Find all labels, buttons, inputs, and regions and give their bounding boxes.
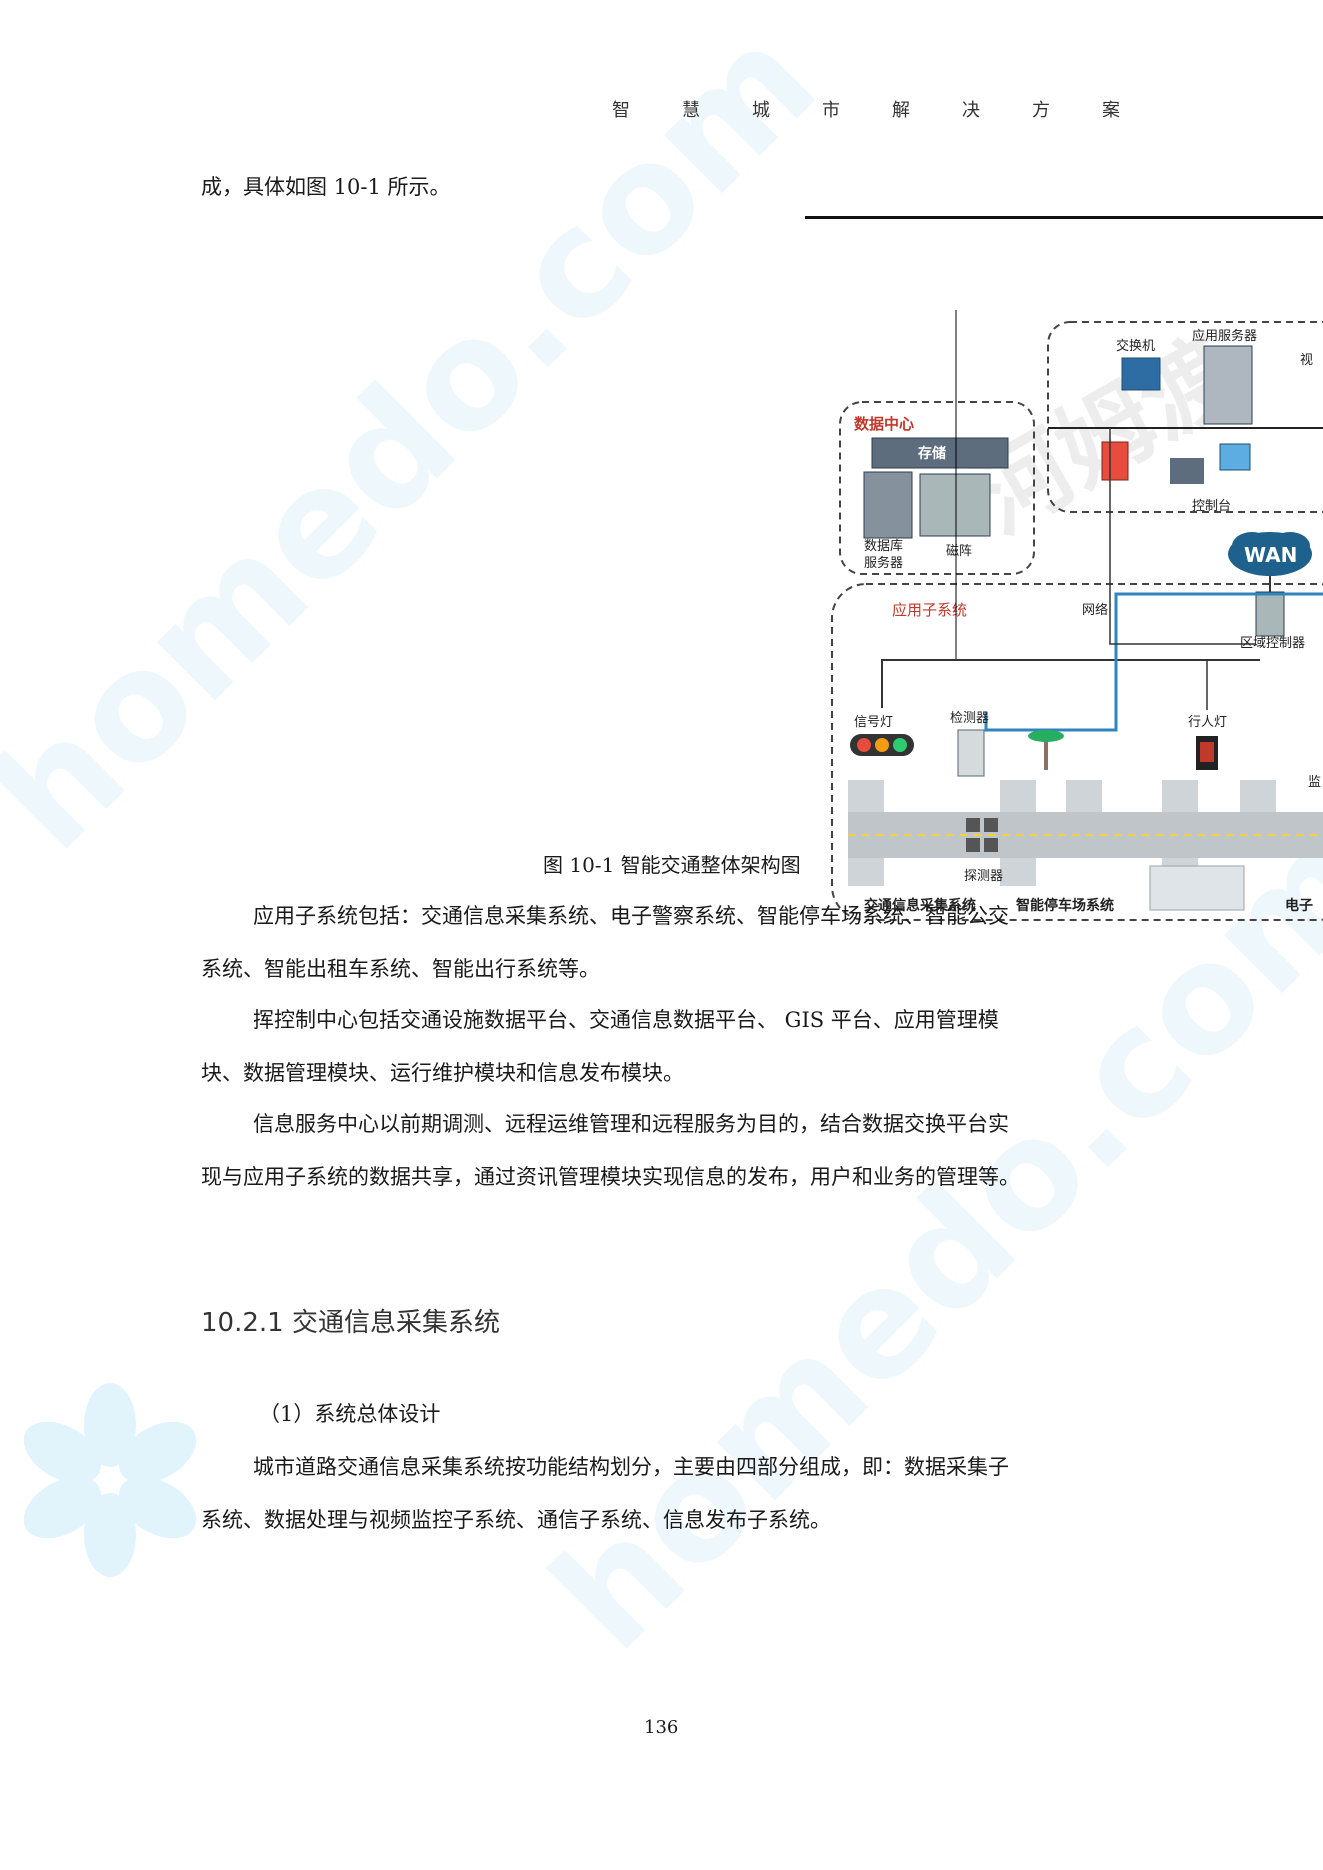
app-server-device: [1203, 345, 1253, 425]
signal-light-label: 信号灯: [854, 715, 893, 730]
figure-caption: 图 10-1 智能交通整体架构图: [543, 853, 801, 877]
paragraph-app-subsystems: 应用子系统包括：交通信息采集系统、电子警察系统、智能停车场系统、智能公交系统、智…: [201, 904, 1009, 981]
app-subsystem-box: [831, 583, 1323, 921]
page-number: 136: [644, 1717, 679, 1738]
area-controller-label: 区域控制器: [1240, 636, 1305, 651]
header-rule: [805, 216, 1323, 219]
palm-tree-icon: [1028, 730, 1064, 770]
monitor-label-partial: 监: [1308, 775, 1321, 790]
data-center-box: [839, 401, 1035, 575]
paragraph-command-center: 挥控制中心包括交通设施数据平台、交通信息数据平台、 GIS 平台、应用管理模块、…: [201, 1008, 999, 1085]
probe-label: 探测器: [964, 869, 1003, 884]
watermark-flower-icon: [23, 1383, 197, 1577]
data-center-label: 数据中心: [854, 415, 914, 433]
printer-device: [1170, 458, 1204, 484]
storage-device: [871, 437, 1009, 469]
switch-label: 交换机: [1116, 338, 1155, 354]
wan-label: WAN: [1244, 543, 1297, 567]
paragraph-collect-system: 城市道路交通信息采集系统按功能结构划分，主要由四部分组成，即：数据采集子系统、数…: [201, 1455, 1009, 1532]
section-heading: 10.2.1 交通信息采集系统: [201, 1308, 500, 1338]
traffic-collect-label: 交通信息采集系统: [864, 897, 976, 914]
running-header: 智慧城市解决方案: [612, 100, 1172, 121]
paragraph-info-service: 信息服务中心以前期调测、远程运维管理和远程服务为目的，结合数据交换平台实现与应用…: [201, 1112, 1020, 1189]
wan-cloud-icon: [1228, 532, 1312, 576]
app-subsystem-label: 应用子系统: [892, 601, 967, 619]
console-monitor: [1219, 443, 1251, 471]
sub-heading: （1）系统总体设计: [259, 1402, 441, 1426]
db-server-device: [863, 471, 913, 539]
video-label-partial: 视: [1300, 353, 1313, 368]
app-server-label: 应用服务器: [1192, 328, 1257, 344]
area-controller-device: [1255, 591, 1285, 637]
db-server-label: 数据库服务器: [864, 538, 903, 571]
storage-label: 存储: [918, 445, 946, 462]
command-center-box: [1047, 321, 1323, 513]
probe-icon: [966, 818, 998, 852]
pedestrian-light-label: 行人灯: [1188, 715, 1227, 730]
watermark-text: homedo.com: [0, 0, 850, 884]
detector-device: [957, 729, 985, 777]
detector-label: 检测器: [950, 711, 989, 726]
switch-icon: [1121, 357, 1161, 391]
smart-parking-label: 智能停车场系统: [1015, 897, 1114, 914]
network-label: 网络: [1082, 602, 1108, 618]
traffic-architecture-diagram: 数据中心 存储 数据库服务器 磁阵 交换机 应用服务器 视 控制台 WAN 应用…: [831, 310, 1323, 921]
cabinet-device: [1101, 441, 1129, 481]
electronic-label-partial: 电子: [1285, 897, 1313, 914]
intro-fragment: 成，具体如图 10-1 所示。: [201, 175, 451, 199]
tape-array-device: [919, 473, 991, 537]
console-label: 控制台: [1192, 499, 1231, 514]
tape-label: 磁阵: [946, 544, 972, 559]
parking-gate-image: [1149, 865, 1245, 911]
